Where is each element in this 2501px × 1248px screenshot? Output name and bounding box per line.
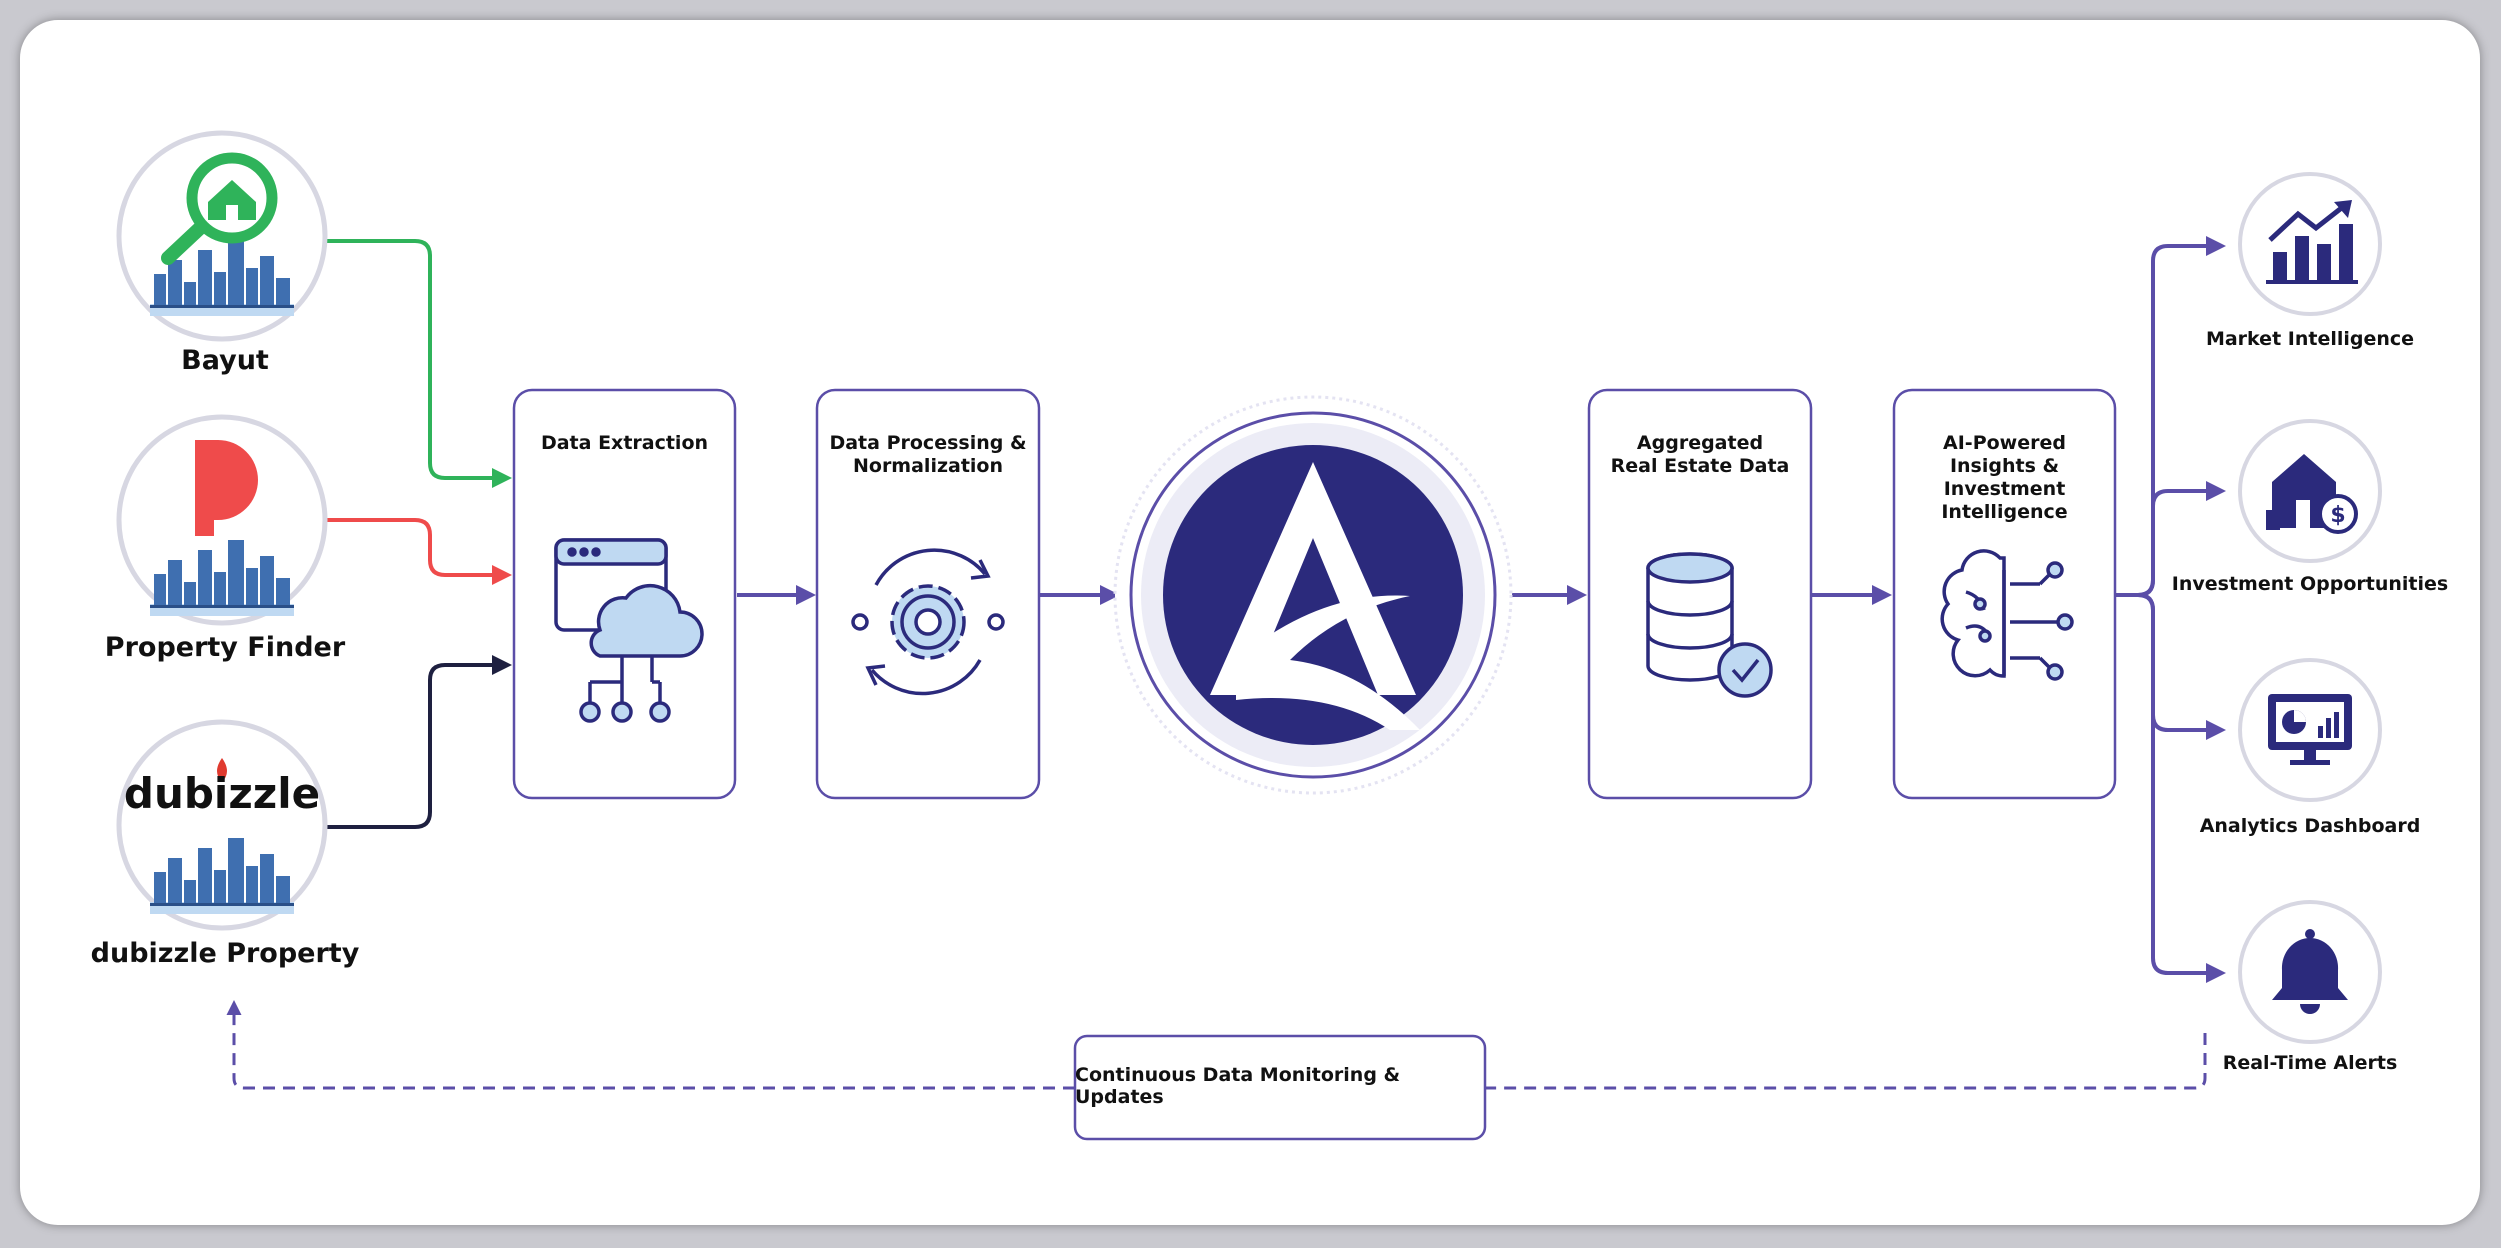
output-label-investment-opportunities: Investment Opportunities [2171, 573, 2449, 595]
bell-icon [2272, 929, 2348, 1014]
connector-property-finder [326, 518, 512, 585]
stage-title-data-extraction: Data Extraction [540, 432, 709, 454]
database-check-icon [1646, 552, 1773, 698]
connector-bayut [326, 239, 512, 488]
feedback-box [1073, 1034, 1487, 1141]
cloud-browser-icon [554, 538, 704, 723]
a-logo-icon [1113, 395, 1513, 795]
svg-text:$: $ [2330, 503, 2345, 528]
bar-chart-up-icon [2266, 200, 2358, 284]
feedback-loop-left [226, 1000, 1075, 1090]
connector-to-investment-opportunities [2137, 481, 2226, 597]
dubizzle-wordmark: dubizzle [124, 769, 320, 818]
output-label-market-intelligence: Market Intelligence [2205, 328, 2415, 350]
brain-circuit-icon [1940, 549, 2074, 681]
source-label-bayut: Bayut [181, 345, 269, 376]
house-dollar-icon: $ [2266, 454, 2358, 534]
source-label-dubizzle: dubizzle Property [90, 938, 360, 969]
stage-title-ai-insights: AI-Powered Insights & Investment Intelli… [1941, 432, 2068, 523]
stage-title-aggregated-data: Aggregated Real Estate Data [1610, 432, 1790, 477]
source-label-property-finder: Property Finder [104, 632, 346, 663]
monitor-chart-icon [2268, 694, 2352, 765]
output-label-real-time-alerts: Real-Time Alerts [2222, 1052, 2398, 1074]
connector-to-real-time-alerts [2137, 593, 2226, 983]
source-dubizzle-logo: dubizzle [116, 719, 328, 931]
feedback-loop-right [1486, 1033, 2207, 1090]
connector-to-market-intelligence [2116, 236, 2226, 597]
connector-to-analytics-dashboard [2137, 593, 2226, 740]
stage-title-data-processing: Data Processing & Normalization [829, 432, 1027, 477]
feedback-label: Continuous Data Monitoring & Updates [1075, 1064, 1401, 1108]
gear-cycle-icon [851, 548, 1005, 696]
source-bayut-logo [116, 130, 328, 342]
connector-dubizzle [326, 655, 512, 829]
source-property-finder-logo [116, 414, 328, 626]
output-label-analytics-dashboard: Analytics Dashboard [2199, 815, 2421, 837]
output-market-intelligence-circle [2238, 172, 2382, 316]
